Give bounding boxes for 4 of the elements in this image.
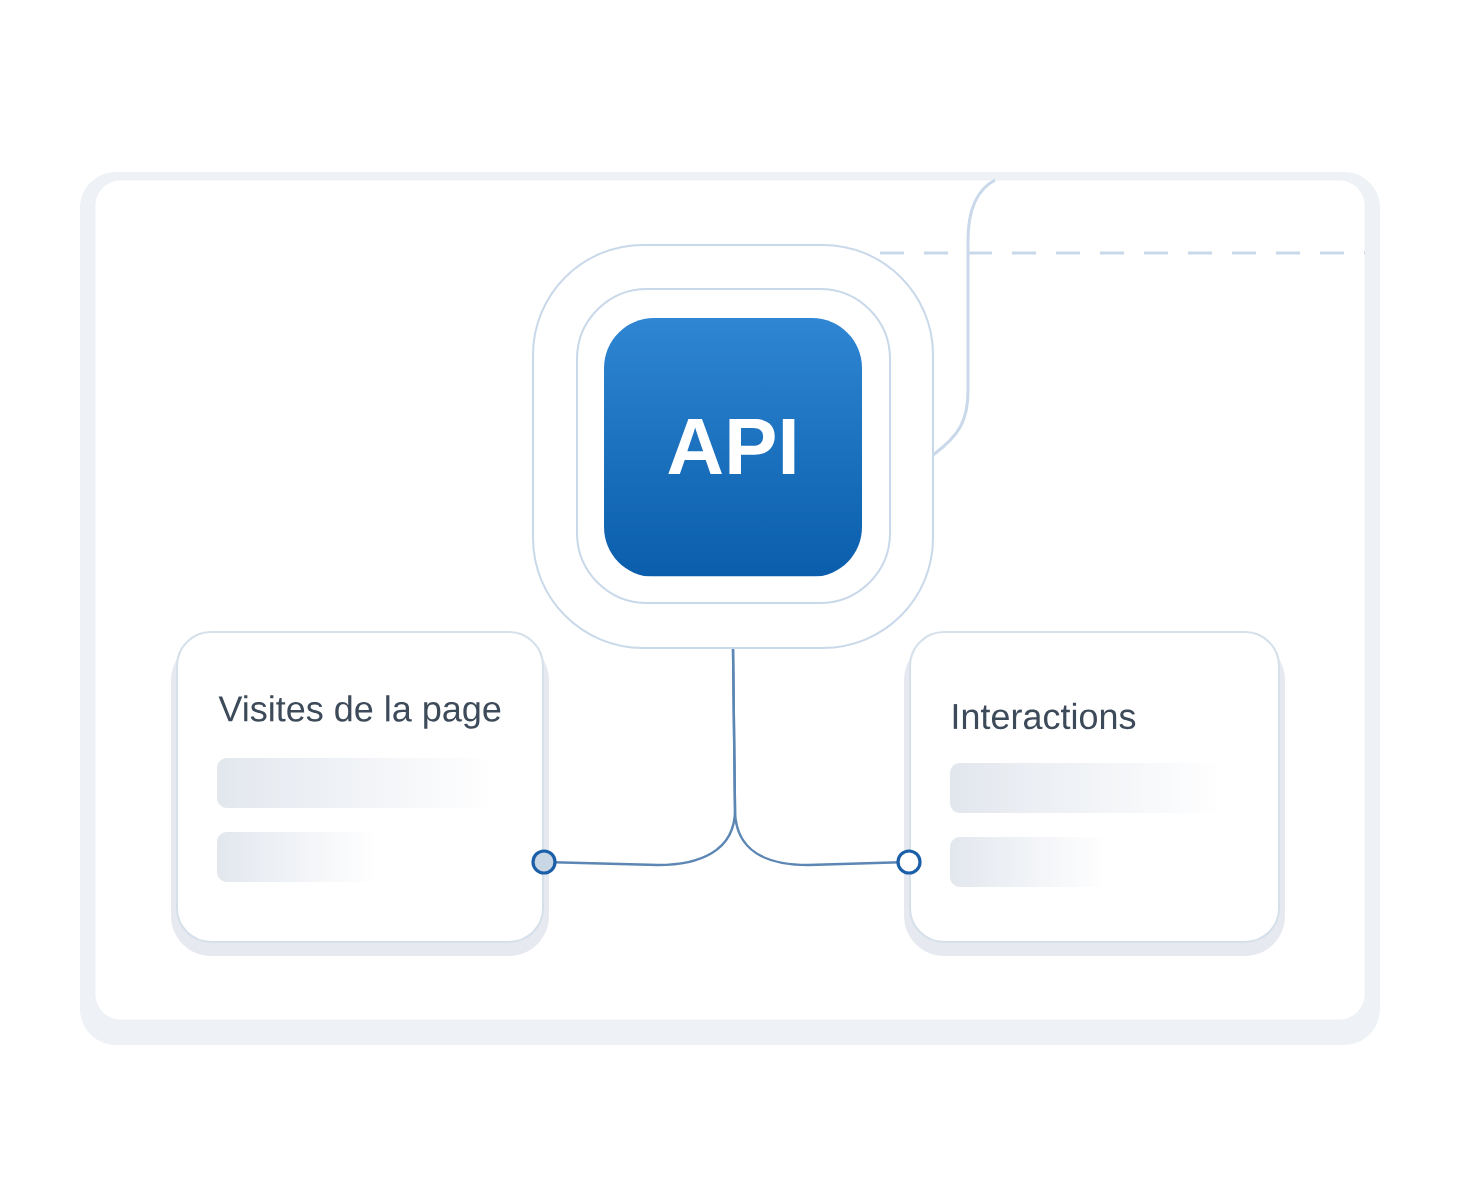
connector (731, 649, 922, 875)
card: Visites de la page (171, 631, 549, 956)
card: Interactions (904, 631, 1285, 956)
api-box: API (532, 244, 934, 649)
